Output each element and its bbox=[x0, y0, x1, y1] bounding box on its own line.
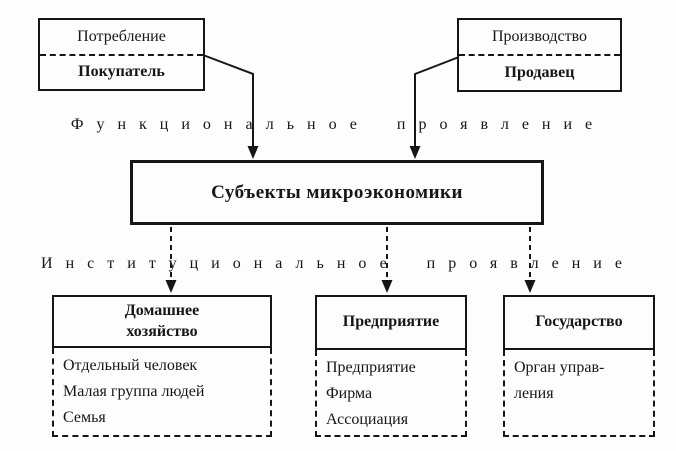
list-item: Орган управ- bbox=[514, 359, 605, 376]
buyer-to-subjects-arrow bbox=[202, 54, 259, 159]
state-title: Государство bbox=[535, 313, 623, 331]
list-item: Малая группа людей bbox=[63, 383, 205, 400]
production-label: Производство bbox=[459, 20, 620, 56]
production-seller-box: Производство Продавец bbox=[457, 18, 622, 92]
list-item: Фирма bbox=[326, 385, 373, 402]
household-members-list: Отдельный человек Малая группа людей Сем… bbox=[52, 348, 272, 437]
household-box: Домашнее хозяйство bbox=[52, 295, 272, 348]
list-item: Отдельный человек bbox=[63, 357, 198, 374]
household-title-line2: хозяйство bbox=[126, 322, 198, 340]
seller-to-subjects-arrow bbox=[409, 56, 460, 159]
consumption-label: Потребление bbox=[40, 20, 203, 56]
state-organs-list: Орган управ- ления bbox=[503, 350, 655, 437]
buyer-label: Покупатель bbox=[78, 63, 165, 81]
list-item: Предприятие bbox=[326, 359, 416, 376]
institutional-manifestation-label: Институциональное проявление bbox=[41, 255, 635, 272]
household-title-line1: Домашнее bbox=[124, 301, 200, 319]
microeconomics-subjects-box: Субъекты микроэкономики bbox=[130, 160, 544, 225]
seller-label: Продавец bbox=[504, 64, 575, 81]
consumption-buyer-box: Потребление Покупатель bbox=[38, 18, 205, 91]
enterprise-box: Предприятие bbox=[315, 295, 467, 350]
state-box: Государство bbox=[503, 295, 655, 350]
enterprise-title: Предприятие bbox=[342, 313, 440, 331]
list-item: Семья bbox=[63, 409, 106, 426]
functional-manifestation-label: Функциональное проявление bbox=[70, 116, 606, 133]
list-item: ления bbox=[514, 385, 554, 402]
list-item: Ассоциация bbox=[326, 411, 409, 428]
enterprise-forms-list: Предприятие Фирма Ассоциация bbox=[315, 350, 467, 437]
